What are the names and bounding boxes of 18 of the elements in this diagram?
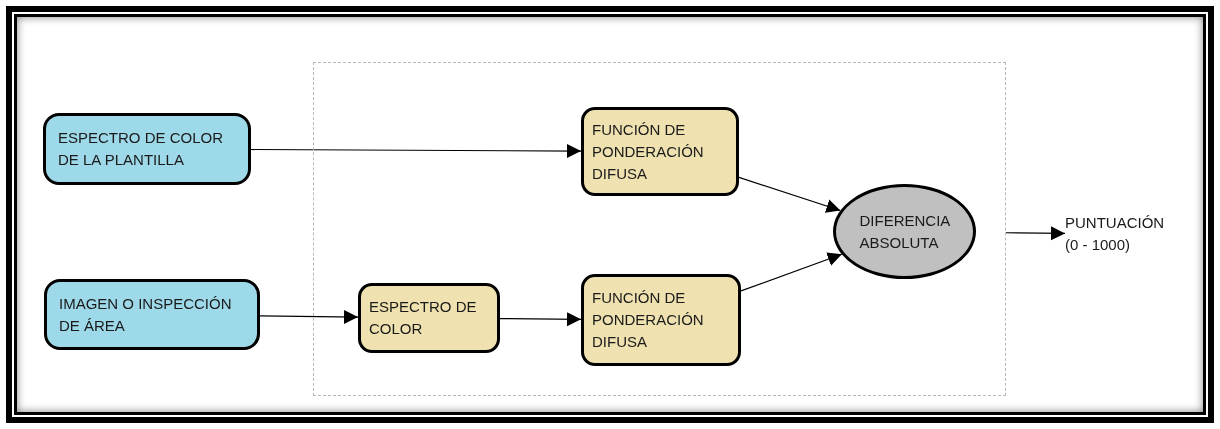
- process-box: [581, 107, 739, 196]
- input-box: [44, 279, 260, 350]
- arrow: [499, 312, 582, 327]
- node-text: FUNCIÓN DE PONDERACIÓN DIFUSA: [592, 288, 705, 352]
- node-text: FUNCIÓN DE PONDERACIÓN DIFUSA: [592, 119, 705, 184]
- arrow: [250, 144, 582, 159]
- node-text: ESPECTRO DE COLOR: [369, 297, 478, 339]
- process-box: [581, 274, 741, 366]
- node-text: ESPECTRO DE COLOR DE LA PLANTILLA: [58, 128, 225, 170]
- node-text: IMAGEN O INSPECCIÓN DE ÁREA: [59, 293, 233, 336]
- arrow: [259, 309, 359, 324]
- process-box: [358, 283, 500, 353]
- input-box: [43, 113, 251, 185]
- node-text: DIFERENCIA ABSOLUTA: [859, 210, 950, 253]
- arrow: [738, 176, 841, 213]
- node-text: PUNTUACIÓN (0 - 1000): [1065, 213, 1166, 255]
- dashed-frame: [313, 62, 1006, 396]
- arrow: [1005, 226, 1066, 241]
